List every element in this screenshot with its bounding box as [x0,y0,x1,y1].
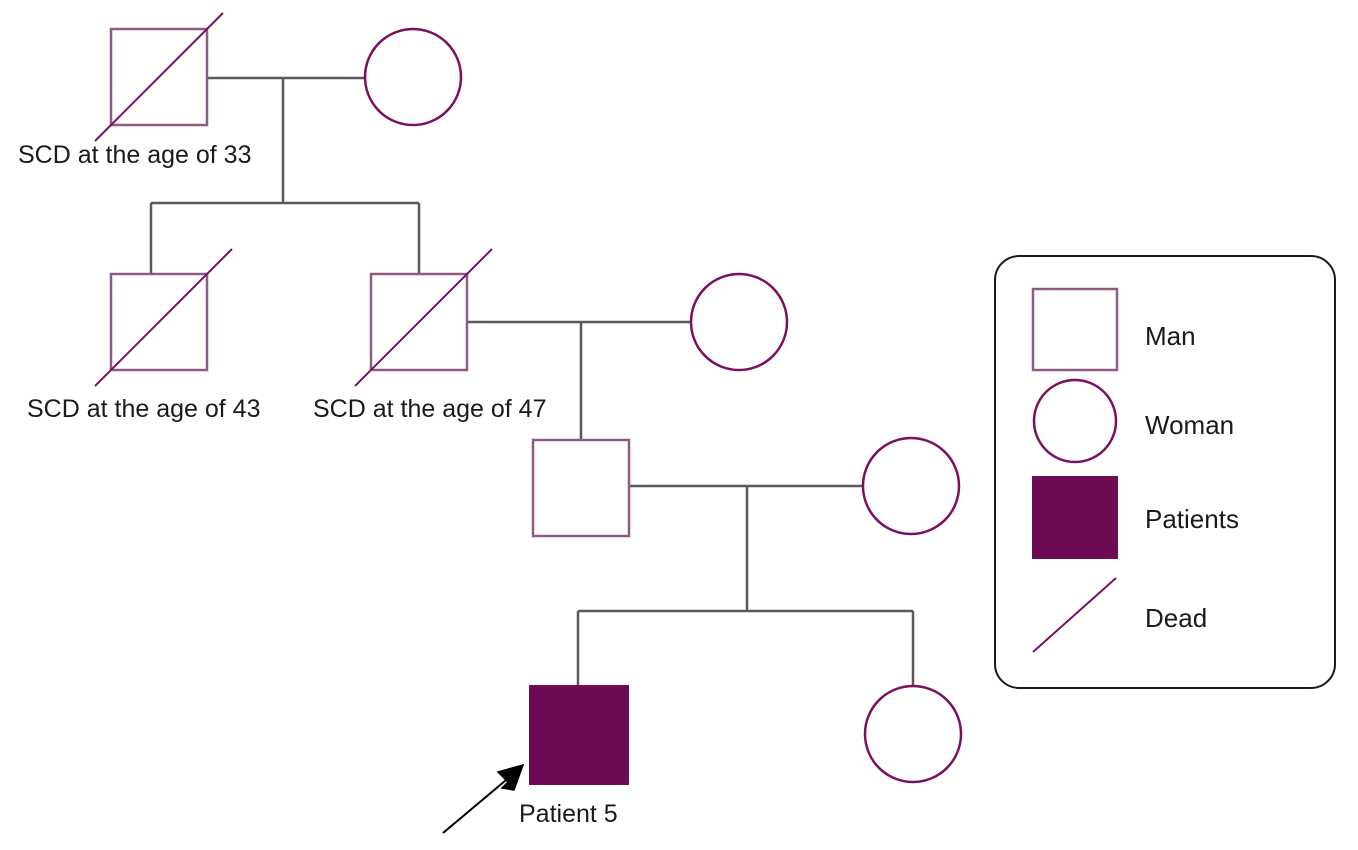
generation-2: SCD at the age of 43 SCD at the age of 4… [27,248,789,423]
legend: Man Woman Patients Dead [994,255,1336,689]
generation-4: Patient 5 [519,684,963,828]
legend-item-patients: Patients [1032,476,1239,559]
legend-label: Woman [1145,410,1234,440]
female-circle[interactable] [863,684,963,784]
affected-male-square[interactable] [529,685,629,785]
person-g4-proband[interactable]: Patient 5 [519,685,629,828]
legend-item-dead: Dead [1032,577,1207,653]
female-circle[interactable] [363,27,463,127]
legend-item-woman: Woman [1032,378,1234,464]
legend-label: Man [1145,321,1196,351]
person-g4-sister[interactable] [863,684,963,784]
arrow-head [496,763,525,791]
open-circle-icon [1032,378,1118,464]
person-label: SCD at the age of 33 [18,141,251,169]
person-label: SCD at the age of 43 [27,395,260,423]
female-circle[interactable] [689,272,789,372]
person-g3-son[interactable] [531,438,631,538]
person-g3-spouse[interactable] [861,436,961,536]
person-label: Patient 5 [519,800,618,828]
deceased-slash-icon [94,248,233,387]
person-label: SCD at the age of 47 [313,395,546,423]
arrow-shaft [442,774,513,834]
proband-arrow-icon [442,763,525,834]
diagonal-slash-icon [1032,577,1117,653]
deceased-slash-icon [94,12,224,142]
legend-item-man: Man [1031,287,1196,372]
legend-label: Patients [1145,504,1239,534]
person-g1-father[interactable]: SCD at the age of 33 [18,12,251,169]
female-circle[interactable] [861,436,961,536]
person-g2-son-1[interactable]: SCD at the age of 43 [27,248,260,423]
open-square-icon [1031,287,1119,372]
generation-1: SCD at the age of 33 [18,12,463,169]
generation-3 [531,436,961,538]
filled-square-icon [1032,476,1118,559]
person-g2-spouse[interactable] [689,272,789,372]
person-g1-mother[interactable] [363,27,463,127]
deceased-slash-icon [354,248,493,387]
legend-label: Dead [1145,603,1207,633]
male-square[interactable] [531,438,631,538]
connector-lines [149,76,915,686]
person-g2-son-2[interactable]: SCD at the age of 47 [313,248,546,423]
